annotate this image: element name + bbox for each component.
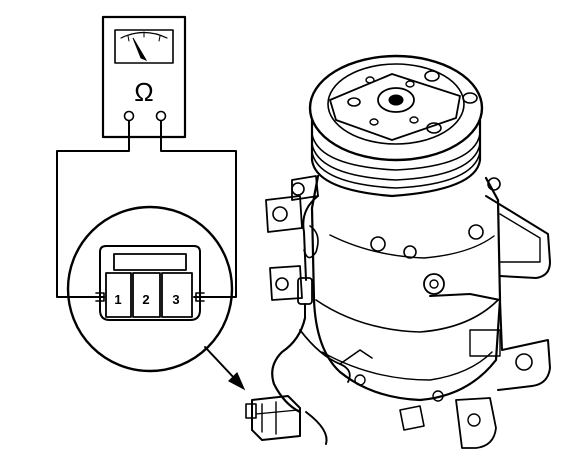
mounting-bracket-upper-right xyxy=(485,195,551,279)
housing-bolt xyxy=(403,245,417,259)
harness-wire-upper xyxy=(302,195,319,281)
clutch-rivet xyxy=(365,76,375,84)
clutch-front-plate xyxy=(308,54,484,162)
clutch-rivet xyxy=(426,122,442,134)
clutch-rivet xyxy=(462,92,478,104)
harness-connector-latch xyxy=(245,403,257,419)
test-leads xyxy=(56,120,237,298)
clutch-pulley xyxy=(310,118,482,198)
connector-pin-3-label: 3 xyxy=(172,292,179,307)
clutch-hub xyxy=(377,87,415,113)
connector-cavity-3 xyxy=(161,272,193,318)
mounting-lug-left xyxy=(265,195,303,233)
ac-compressor xyxy=(265,54,551,449)
ohmmeter: Ω xyxy=(101,15,187,139)
clutch-rivet xyxy=(424,70,440,82)
clutch-rivet xyxy=(369,118,379,126)
housing-bolt xyxy=(432,390,444,402)
housing-bolt xyxy=(354,374,366,386)
ohm-symbol: Ω xyxy=(134,77,153,107)
meter-terminal-right xyxy=(155,110,167,122)
pointer-arrow xyxy=(204,346,246,391)
harness-connector xyxy=(251,395,301,441)
clutch-armature-plate xyxy=(329,73,461,141)
connector-latch xyxy=(113,253,187,271)
connector-magnifier: 1 2 3 xyxy=(66,205,234,373)
compressor-body xyxy=(310,174,502,402)
magnifier-circle xyxy=(66,205,234,373)
bolt-boss-right xyxy=(423,273,445,295)
mounting-lug-lower-left xyxy=(269,265,303,301)
probe-tip-right xyxy=(195,292,205,302)
clutch-wire-harness xyxy=(245,195,373,445)
connector-cavity-2 xyxy=(132,272,161,318)
mounting-bracket-lower-right xyxy=(429,293,551,391)
housing-bolt xyxy=(468,224,484,240)
drain-fitting xyxy=(399,405,425,431)
meter-needle xyxy=(132,37,148,62)
clutch-rivet xyxy=(347,97,361,107)
mounting-foot-bottom xyxy=(455,397,497,449)
harness-wire-lower xyxy=(271,316,307,414)
clutch-rivet xyxy=(409,116,419,124)
test-lead-left xyxy=(56,120,130,298)
connector-housing xyxy=(99,245,201,321)
housing-bolt xyxy=(370,236,386,252)
clutch-rivet xyxy=(405,80,415,88)
connector-pin-1-label: 1 xyxy=(114,292,121,307)
connector-cavity-1 xyxy=(105,272,132,318)
meter-dial-window xyxy=(114,29,174,64)
housing-bolt xyxy=(487,177,501,191)
probe-tip-left xyxy=(95,292,105,302)
meter-terminal-left xyxy=(123,110,135,122)
test-lead-right xyxy=(160,120,237,298)
connector-pin-2-label: 2 xyxy=(142,292,149,307)
